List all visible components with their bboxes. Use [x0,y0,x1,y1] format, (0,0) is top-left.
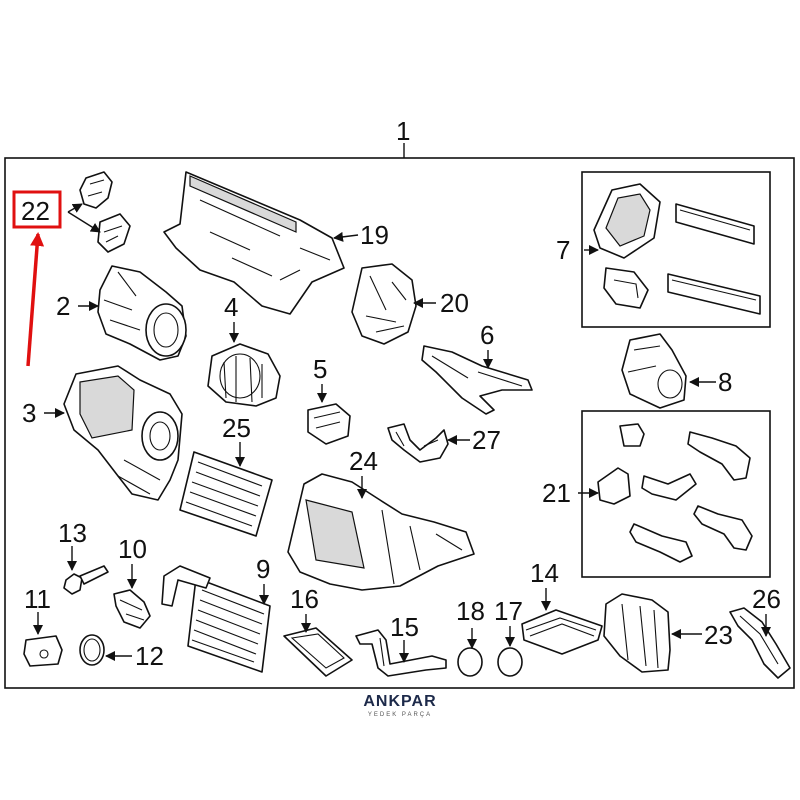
part-23 [603,593,702,673]
subframe-21 [581,410,771,578]
callout-3: 3 [22,398,36,428]
part-21 [578,423,753,563]
part-3 [44,365,183,501]
callout-9: 9 [256,554,270,584]
callout-6: 6 [480,320,494,350]
part-27 [387,423,470,463]
callout-7: 7 [556,235,570,265]
part-12 [79,634,132,666]
part-8 [621,333,716,409]
part-22 [67,171,131,253]
part-2 [78,265,187,361]
part-17 [497,626,523,677]
callout-23: 23 [704,620,733,650]
callout-4: 4 [224,292,238,322]
part-9 [161,565,271,673]
part-25 [179,442,273,537]
callout-20: 20 [440,288,469,318]
subframe-7 [581,171,771,328]
part-26 [729,607,791,679]
part-20 [351,263,436,345]
callout-26: 26 [752,584,781,614]
callout-10: 10 [118,534,147,564]
callout-13: 13 [58,518,87,548]
part-18 [457,628,483,677]
callout-24: 24 [349,446,378,476]
part-15 [355,629,447,677]
part-4 [207,322,281,407]
highlight-arrow-22 [26,232,45,367]
part-5 [307,384,351,445]
callout-25: 25 [222,413,251,443]
callout-21: 21 [542,478,571,508]
callout-11: 11 [24,584,51,614]
callout-22: 22 [21,196,50,226]
callout-15: 15 [390,612,419,642]
part-16 [283,614,353,677]
callout-18: 18 [456,596,485,626]
part-24 [287,473,475,591]
ankpar-logo: ANKPAR YEDEK PARÇA [0,693,800,718]
highlight-box-22 [12,190,62,229]
part-11 [23,612,63,667]
callout-12: 12 [135,641,164,671]
callout-1: 1 [396,116,410,146]
part-19 [163,171,359,315]
part-14 [521,588,603,655]
part-13 [63,546,109,595]
logo-subtitle: YEDEK PARÇA [367,712,433,718]
callout-27: 27 [472,425,501,455]
part-10 [113,564,151,629]
callout-8: 8 [718,367,732,397]
diagram-frame [4,157,795,689]
callout-14: 14 [530,558,559,588]
callout-19: 19 [360,220,389,250]
logo-name: ANKPAR [363,693,437,710]
part-6 [421,345,533,415]
callout-17: 17 [494,596,523,626]
callout-5: 5 [313,354,327,384]
part-7 [584,183,761,315]
callout-16: 16 [290,584,319,614]
callout-2: 2 [56,291,70,321]
